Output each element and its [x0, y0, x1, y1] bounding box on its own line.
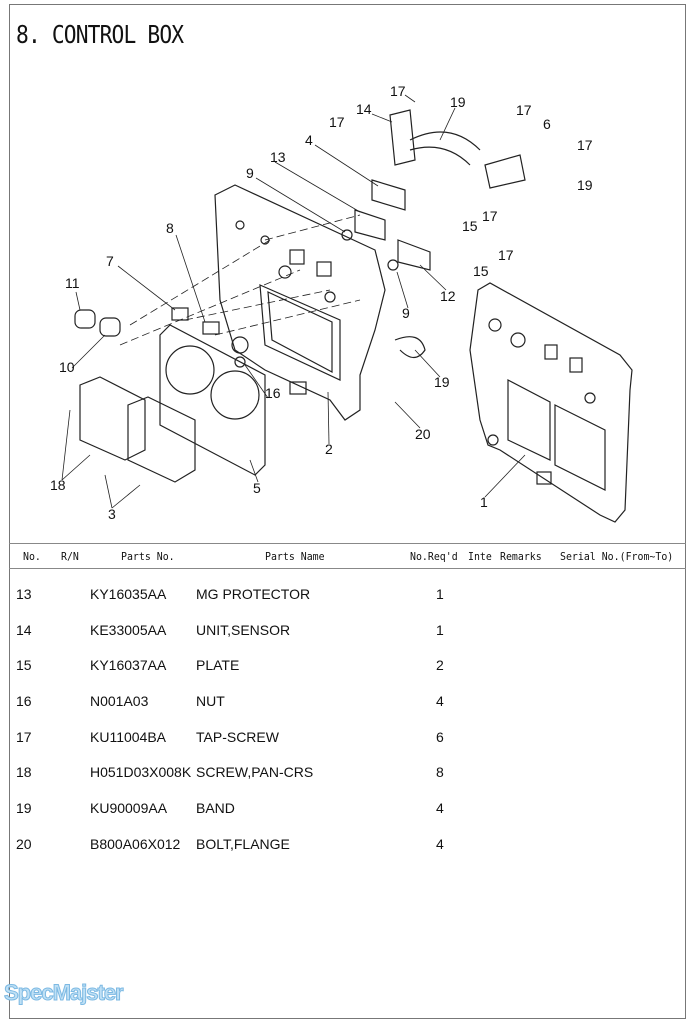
table-row: 19 KU90009AA BAND 4: [0, 800, 693, 820]
callout: 20: [415, 426, 431, 442]
leader-lines: [119, 214, 361, 346]
callout: 10: [59, 359, 75, 375]
callout: 14: [356, 101, 372, 117]
callout: 3: [108, 506, 116, 522]
row-parts-no: B800A06X012: [90, 836, 181, 852]
row-qty: 6: [436, 729, 444, 745]
callout: 9: [246, 165, 254, 181]
panel-plate: [159, 324, 266, 476]
row-parts-no: KY16037AA: [90, 657, 167, 673]
header-parts-no: Parts No.: [121, 550, 175, 563]
row-parts-no: KU90009AA: [90, 800, 168, 816]
header-serial: Serial No.(From~To): [560, 550, 674, 563]
header-no: No.: [23, 550, 41, 563]
row-qty: 4: [436, 800, 444, 816]
row-name: PLATE: [196, 657, 240, 673]
row-parts-no: KY16035AA: [90, 586, 167, 602]
row-no: 17: [16, 729, 32, 745]
callout: 8: [166, 220, 174, 236]
row-no: 13: [16, 586, 32, 602]
callout: 4: [305, 132, 313, 148]
page-frame: [9, 4, 686, 1019]
callout: 17: [516, 102, 532, 118]
callout-lines: [61, 94, 526, 509]
callout: 19: [577, 177, 593, 193]
row-no: 15: [16, 657, 32, 673]
page-title: 8. CONTROL BOX: [16, 20, 184, 49]
callout: 19: [434, 374, 450, 390]
row-name: BOLT,FLANGE: [196, 836, 290, 852]
row-parts-no: N001A03: [90, 693, 149, 709]
table-row: 14 KE33005AA UNIT,SENSOR 1: [0, 622, 693, 642]
row-name: NUT: [196, 693, 225, 709]
callout: 17: [329, 114, 345, 130]
row-name: TAP-SCREW: [196, 729, 279, 745]
callout: 13: [270, 149, 286, 165]
row-parts-no: KU11004BA: [90, 729, 167, 745]
row-name: SCREW,PAN-CRS: [196, 764, 314, 780]
callout: 6: [543, 116, 551, 132]
row-parts-no: KE33005AA: [90, 622, 167, 638]
table-row: 20 B800A06X012 BOLT,FLANGE 4: [0, 836, 693, 856]
callout-labels: 17 14 19 17 17 6 4 17 13 19 9 15 17 8 17…: [50, 83, 593, 522]
callout: 1: [480, 494, 488, 510]
row-name: MG PROTECTOR: [196, 586, 311, 602]
callout: 11: [65, 275, 80, 291]
control-panel-assembly: [469, 282, 633, 523]
callout: 19: [450, 94, 466, 110]
row-no: 16: [16, 693, 32, 709]
callout: 17: [577, 137, 593, 153]
table-row: 13 KY16035AA MG PROTECTOR 1: [0, 586, 693, 606]
row-no: 19: [16, 800, 32, 816]
row-name: BAND: [196, 800, 235, 816]
table-row: 16 N001A03 NUT 4: [0, 693, 693, 713]
callout: 17: [482, 208, 498, 224]
row-qty: 1: [436, 622, 444, 638]
callout: 7: [106, 253, 114, 269]
row-no: 20: [16, 836, 32, 852]
row-no: 14: [16, 622, 32, 638]
watermark-logo: SpecMajster: [4, 980, 125, 1006]
circuit-breakers: [79, 376, 196, 483]
header-parts-name: Parts Name: [265, 550, 325, 563]
table-row: 17 KU11004BA TAP-SCREW 6: [0, 729, 693, 749]
divider: [9, 543, 686, 544]
divider: [9, 568, 686, 569]
table-row: 15 KY16037AA PLATE 2: [0, 657, 693, 677]
row-qty: 4: [436, 693, 444, 709]
small-parts: [74, 109, 526, 395]
exploded-parts-diagram: 17 14 19 17 17 6 4 17 13 19 9 15 17 8 17…: [50, 83, 633, 523]
row-qty: 8: [436, 764, 444, 780]
callout: 2: [325, 441, 333, 457]
header-inte: Inte: [468, 550, 492, 563]
row-qty: 1: [436, 586, 444, 602]
row-no: 18: [16, 764, 32, 780]
row-parts-no: H051D03X008K: [90, 764, 192, 780]
header-rn: R/N: [61, 550, 79, 563]
callout: 9: [402, 305, 410, 321]
callout: 5: [253, 480, 261, 496]
callout: 18: [50, 477, 66, 493]
callout: 12: [440, 288, 456, 304]
callout: 17: [498, 247, 514, 263]
row-qty: 4: [436, 836, 444, 852]
callout: 17: [390, 83, 406, 99]
header-qty: No.Req'd: [410, 550, 458, 563]
callout: 15: [473, 263, 489, 279]
control-box-frame: [214, 184, 386, 421]
row-name: UNIT,SENSOR: [196, 622, 291, 638]
header-remarks: Remarks: [500, 550, 542, 563]
callout: 16: [265, 385, 281, 401]
callout: 15: [462, 218, 478, 234]
row-qty: 2: [436, 657, 444, 673]
